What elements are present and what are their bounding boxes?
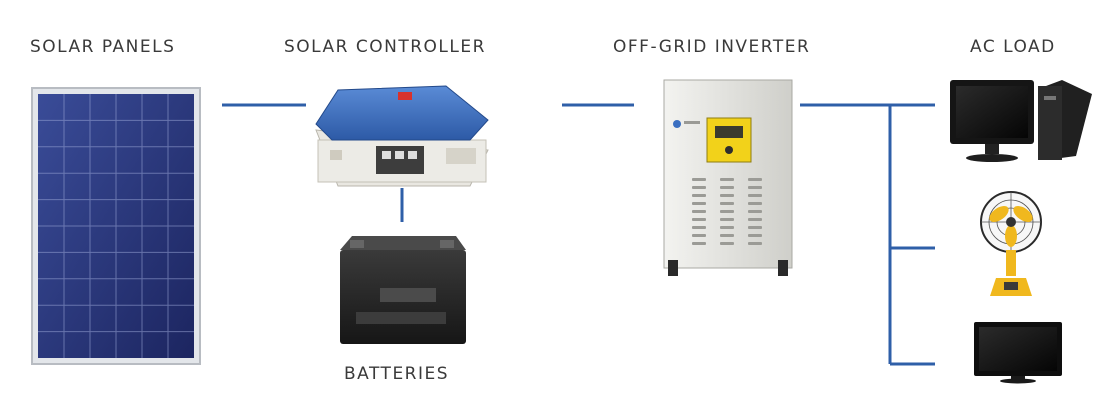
inverter-vent-slot bbox=[748, 226, 762, 229]
inverter-vent-slot bbox=[692, 210, 706, 213]
off-grid-inverter-label: OFF-GRID INVERTER bbox=[613, 37, 811, 57]
inverter-vent-slot bbox=[748, 186, 762, 189]
inverter-vent-slot bbox=[720, 178, 734, 181]
television-icon bbox=[974, 322, 1062, 384]
inverter-vent-slot bbox=[748, 242, 762, 245]
inverter-vent-slot bbox=[748, 178, 762, 181]
inverter-vent-slot bbox=[692, 218, 706, 221]
inverter-vent-slot bbox=[748, 202, 762, 205]
inverter-vent-slot bbox=[720, 202, 734, 205]
batteries-label: BATTERIES bbox=[344, 364, 450, 384]
inverter-vent-slot bbox=[720, 226, 734, 229]
wires bbox=[222, 103, 935, 366]
inverter-vent-slot bbox=[692, 178, 706, 181]
solar-panel-icon bbox=[31, 87, 201, 365]
inverter-vent-slot bbox=[720, 218, 734, 221]
inverter-vent-slot bbox=[748, 194, 762, 197]
inverter-vent-slot bbox=[720, 242, 734, 245]
inverter-vent-slot bbox=[748, 218, 762, 221]
solar-panels-label: SOLAR PANELS bbox=[30, 37, 176, 57]
battery-icon bbox=[340, 236, 466, 344]
table-fan-icon bbox=[980, 191, 1042, 296]
inverter-vent-slot bbox=[692, 194, 706, 197]
inverter-vent-slot bbox=[692, 226, 706, 229]
inverter-vent-slot bbox=[692, 186, 706, 189]
inverter-vent-slot bbox=[692, 202, 706, 205]
inverter-vent-slot bbox=[748, 234, 762, 237]
inverter-vent-slot bbox=[692, 242, 706, 245]
inverter-vent-slot bbox=[720, 234, 734, 237]
inverter-vent-slot bbox=[748, 210, 762, 213]
inverter-vent-slot bbox=[692, 234, 706, 237]
ac-load-label: AC LOAD bbox=[970, 37, 1056, 57]
inverter-vent-slot bbox=[720, 186, 734, 189]
desktop-computer-icon bbox=[950, 80, 1092, 162]
inverter-vent-slot bbox=[720, 210, 734, 213]
inverter-vent-slot bbox=[720, 194, 734, 197]
charge-controller-icon bbox=[315, 85, 489, 187]
inverter-icon bbox=[663, 79, 793, 276]
solar-controller-label: SOLAR CONTROLLER bbox=[284, 37, 486, 57]
